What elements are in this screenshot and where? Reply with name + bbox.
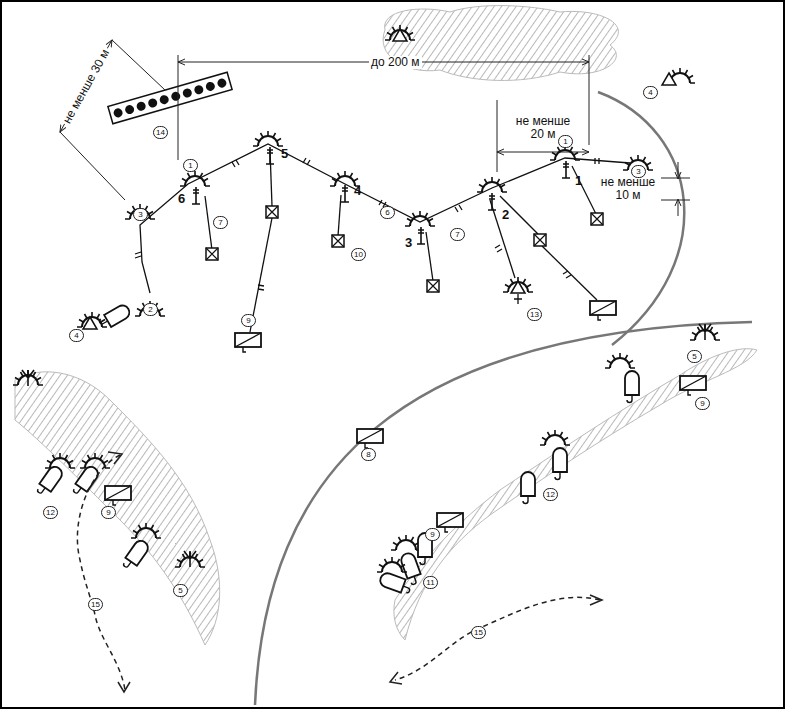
callout-number: 10 [351,248,366,261]
callout-number: 12 [543,488,558,501]
callout-number: 11 [423,576,438,589]
callout-number: 9 [425,528,440,541]
callout-number: 9 [101,506,116,519]
position-number: 3 [405,235,412,250]
callout-number: 3 [133,208,148,221]
callout-number: 7 [213,216,228,229]
callout-number: 6 [380,206,395,219]
callout-number: 9 [695,397,710,410]
right-group [357,324,720,684]
callout-number: 8 [361,448,376,461]
callout-number: 5 [173,584,188,597]
dimension-label: не менше 30 м [60,45,113,127]
callout-number: 1 [183,159,198,172]
dimension-lines [60,40,690,216]
callout-number: 14 [153,126,168,139]
position-number: 4 [354,183,361,198]
left-group [13,370,205,692]
position-number: 5 [281,146,288,161]
dimension-label: до 200 м [369,56,422,69]
cloud [383,6,618,81]
callout-number: 9 [241,314,256,327]
callout-number: 1 [558,135,573,148]
forest [15,372,220,645]
position-number: 2 [502,207,509,222]
forest [394,349,757,640]
callout-number: 12 [43,506,58,519]
position-number: 1 [575,173,582,188]
callout-number: 5 [687,350,702,363]
callout-number: 7 [450,228,465,241]
callout-number: 3 [631,165,646,178]
callout-number: 4 [643,86,658,99]
dimension-label: не менше 10 м [595,176,661,202]
callout-number: 13 [527,308,542,321]
position-number: 6 [178,191,185,206]
callout-number: 2 [143,303,158,316]
callout-number: 4 [69,329,84,342]
boundary-line [255,322,752,705]
communication-lines [135,144,630,332]
callout-number: 15 [471,626,486,639]
positions [77,25,695,352]
obstacle-band [108,72,232,123]
callout-number: 15 [88,598,103,611]
